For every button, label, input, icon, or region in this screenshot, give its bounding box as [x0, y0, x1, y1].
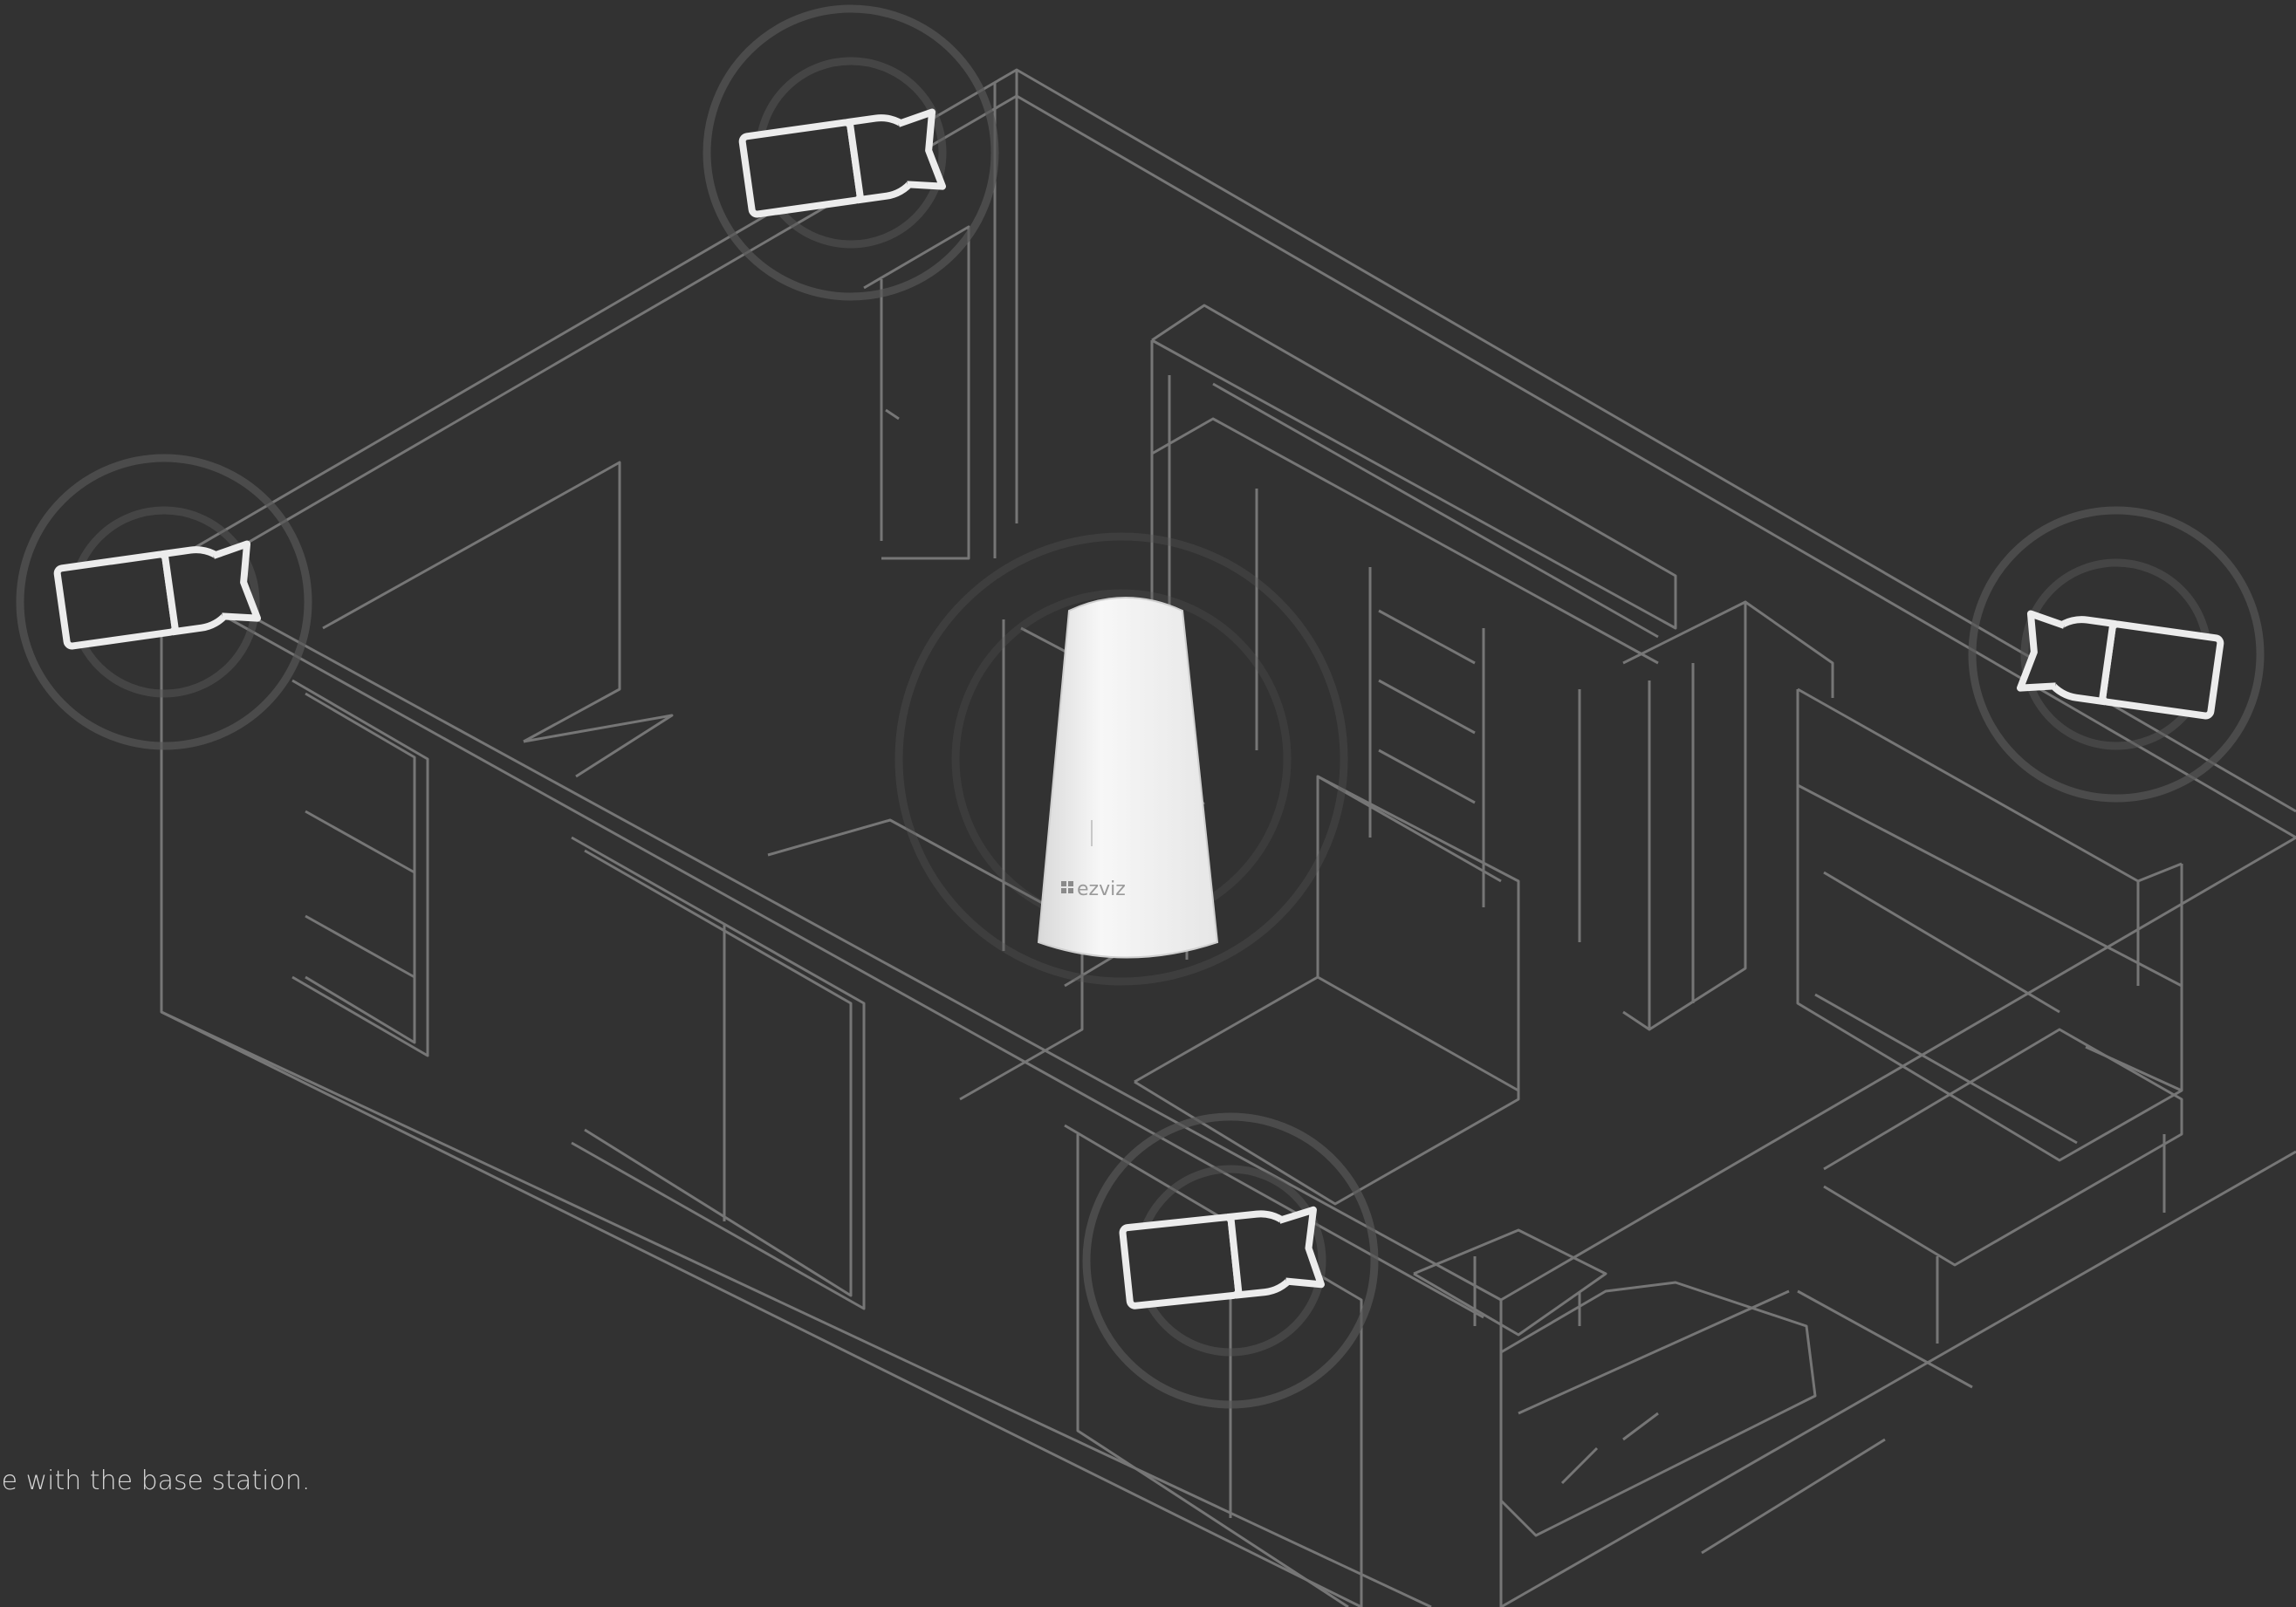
base-station-logo-text: ezviz	[1077, 879, 1126, 900]
caption-text: se with the base station.	[0, 1466, 322, 1496]
house-outline	[161, 70, 2296, 1607]
base-station: ezviz	[1038, 598, 1217, 958]
camera-icon	[2020, 612, 2221, 717]
caption-label: se with the base station.	[0, 1466, 310, 1496]
camera-icon	[1122, 1208, 1321, 1307]
camera-icon	[742, 111, 942, 215]
